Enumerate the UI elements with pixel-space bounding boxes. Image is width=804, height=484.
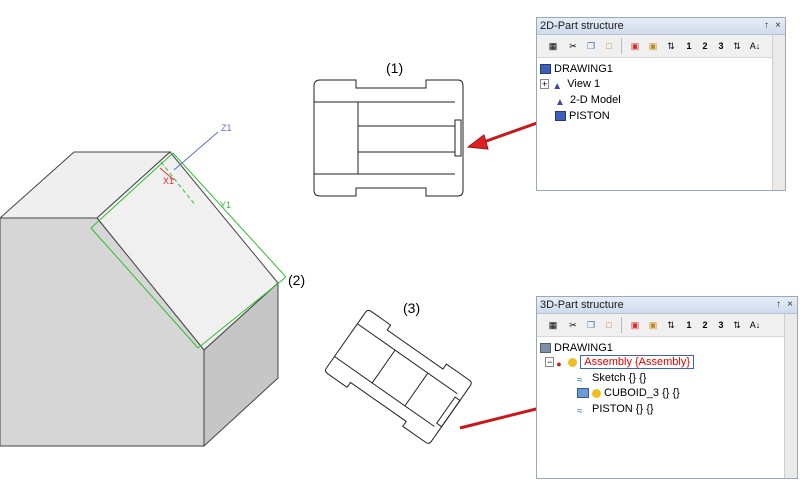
sort-2-icon[interactable]: 2	[702, 41, 708, 51]
preview-icon[interactable]: ▦	[548, 41, 558, 51]
paste-part-icon[interactable]: ▣	[648, 41, 658, 51]
sketch-edge	[90, 152, 174, 229]
drawing-icon	[540, 64, 551, 74]
panel-toolbar: ▦ ✂ ❐ □ ▣ ▣ ⇅ 1 2 3 ⇅ A↓	[537, 314, 785, 337]
y-axis-label: Y1	[220, 200, 231, 210]
view-icon: ▲	[552, 81, 563, 92]
tree-item-label: CUBOID_3 {} {}	[604, 387, 680, 399]
x-axis-label: X1	[163, 176, 174, 186]
tree-item-label: View 1	[567, 78, 601, 90]
panel-title-text: 3D-Part structure	[540, 299, 624, 311]
tree-item-drawing[interactable]: DRAWING1	[540, 62, 613, 76]
tree-item-label: PISTON {} {}	[592, 403, 654, 415]
toolbar-separator	[621, 317, 622, 333]
tree-item-drawing[interactable]: DRAWING1	[540, 341, 613, 355]
z-axis-label: Z1	[221, 123, 232, 133]
tree-item-2d-model[interactable]: ▲ 2-D Model	[555, 93, 621, 108]
tree-item-label: 2-D Model	[570, 94, 621, 106]
panel-toolbar: ▦ ✂ ❐ □ ▣ ▣ ⇅ 1 2 3 ⇅ A↓	[537, 35, 773, 58]
panel-title: 2D-Part structure ↑ ×	[537, 18, 785, 35]
toolbar-separator	[621, 38, 622, 54]
part-icon	[555, 111, 566, 121]
close-icon[interactable]: ×	[787, 299, 793, 310]
sort-2-icon[interactable]: 2	[702, 320, 708, 330]
tree-item-assembly[interactable]: −● Assembly {Assembly}	[545, 355, 695, 369]
collapse-icon[interactable]: −	[545, 357, 555, 367]
cut-icon[interactable]: ✂	[569, 320, 577, 330]
pin-icon[interactable]: ↑	[776, 299, 781, 310]
panel-2d-part-structure[interactable]: 2D-Part structure ↑ × ▦ ✂ ❐ □ ▣ ▣ ⇅ 1 2 …	[536, 17, 786, 191]
sketch-edge	[172, 152, 287, 278]
tree-item-label: DRAWING1	[554, 63, 613, 75]
tree-item-cuboid[interactable]: CUBOID_3 {} {}	[577, 386, 680, 400]
sketch-icon: ≈	[577, 375, 583, 386]
reorder-icon[interactable]: ⇅	[733, 320, 741, 330]
paste-icon[interactable]: □	[606, 320, 612, 330]
copy-icon[interactable]: ❐	[586, 320, 596, 330]
tree-item-piston[interactable]: ≈ PISTON {} {}	[577, 402, 654, 417]
info-icon	[568, 358, 578, 367]
copy-part-icon[interactable]: ▣	[630, 320, 640, 330]
close-icon[interactable]: ×	[775, 20, 781, 31]
z-axis	[173, 131, 219, 171]
model-icon: ▲	[555, 97, 565, 108]
piston-2d-view[interactable]	[313, 79, 464, 197]
sketch-icon: ≈	[577, 406, 583, 417]
piston-rotated-view[interactable]	[324, 309, 472, 445]
label-2: (2)	[288, 272, 306, 288]
paste-icon[interactable]: □	[606, 41, 612, 51]
panel-title-text: 2D-Part structure	[540, 20, 624, 32]
tree-item-view[interactable]: +▲ View 1	[540, 77, 601, 92]
solid-right-face	[203, 281, 279, 448]
move-up-icon[interactable]: ⇅	[667, 41, 675, 51]
pin-icon[interactable]: ↑	[764, 20, 769, 31]
tree-item-piston[interactable]: PISTON	[555, 109, 610, 123]
sort-az-icon[interactable]: A↓	[749, 41, 761, 51]
cut-icon[interactable]: ✂	[569, 41, 577, 51]
panel-3d-part-structure[interactable]: 3D-Part structure ↑ × ▦ ✂ ❐ □ ▣ ▣ ⇅ 1 2 …	[536, 296, 798, 479]
tree-item-label: Sketch {} {}	[592, 372, 647, 384]
3d-solid	[0, 131, 287, 448]
sketch-edge	[90, 227, 199, 349]
sort-3-icon[interactable]: 3	[718, 320, 724, 330]
drawing-icon	[540, 343, 551, 353]
copy-icon[interactable]: ❐	[586, 41, 596, 51]
scrollbar[interactable]	[772, 35, 785, 190]
sort-az-icon[interactable]: A↓	[749, 320, 761, 330]
x-axis	[159, 167, 175, 181]
label-3: (3)	[403, 300, 421, 316]
scrollbar[interactable]	[784, 314, 797, 478]
sort-1-icon[interactable]: 1	[686, 320, 692, 330]
info-icon	[592, 389, 601, 398]
cuboid-icon	[577, 388, 589, 398]
paste-part-icon[interactable]: ▣	[648, 320, 658, 330]
reorder-icon[interactable]: ⇅	[733, 41, 741, 51]
sort-3-icon[interactable]: 3	[718, 41, 724, 51]
sort-1-icon[interactable]: 1	[686, 41, 692, 51]
sketch-edge	[197, 276, 287, 349]
sketch-edge	[160, 161, 197, 207]
tree-item-label: PISTON	[569, 110, 610, 122]
expand-icon[interactable]: +	[540, 79, 550, 89]
tree-item-label: Assembly {Assembly}	[580, 355, 695, 369]
tree-item-label: DRAWING1	[554, 342, 613, 354]
copy-part-icon[interactable]: ▣	[630, 41, 640, 51]
preview-icon[interactable]: ▦	[548, 320, 558, 330]
tree-item-sketch[interactable]: ≈ Sketch {} {}	[577, 371, 647, 386]
assembly-icon: ●	[556, 359, 562, 369]
move-up-icon[interactable]: ⇅	[667, 320, 675, 330]
panel-title: 3D-Part structure ↑ ×	[537, 297, 797, 314]
label-1: (1)	[386, 60, 404, 76]
